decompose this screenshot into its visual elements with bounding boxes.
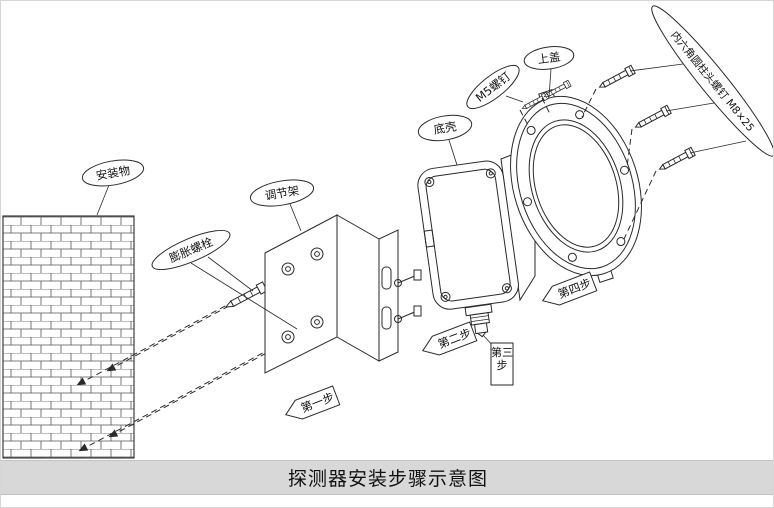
m8-screw-axis-dashes <box>581 88 657 240</box>
title-bar: 探测器安装步骤示意图 <box>1 460 773 495</box>
cable-gland-drawing <box>464 303 493 338</box>
figure-title: 探测器安装步骤示意图 <box>287 468 488 490</box>
adjusting-bracket-drawing <box>264 214 422 374</box>
m5-screw-axis-dashes <box>519 97 552 128</box>
m8-screw-2 <box>632 104 672 132</box>
callout-adjusting-bracket: 调节架 <box>249 179 315 207</box>
mounting-surface-label: 安装物 <box>95 163 131 183</box>
callout-bottom-shell: 底壳 <box>417 114 473 142</box>
m8-screw-1 <box>596 64 636 92</box>
leader-lines <box>96 63 747 348</box>
m8-screw-3 <box>656 146 696 174</box>
adjusting-bracket-label: 调节架 <box>264 183 300 203</box>
step3-label: 第三步 <box>491 346 513 372</box>
step4-arrow: 第四步 <box>541 271 598 306</box>
step3-box <box>490 342 514 386</box>
callout-top-cover: 上盖 <box>523 46 575 70</box>
top-cover-label: 上盖 <box>537 49 562 66</box>
brick-wall <box>2 215 135 459</box>
callout-expansion-bolts: 膨胀螺栓 <box>151 229 231 271</box>
hex-socket-screws-label: 内六角圆柱头螺钉 M8×25 <box>668 29 757 135</box>
callout-hex-socket-screws: 内六角圆柱头螺钉 M8×25 <box>651 5 773 157</box>
step2-arrow: 第二步 <box>421 321 478 356</box>
callout-mounting-surface: 安装物 <box>81 159 145 187</box>
bottom-shell-label: 底壳 <box>432 119 458 137</box>
step1-arrow: 第一步 <box>284 385 341 420</box>
callout-m5-screws: M5螺钉 <box>466 64 520 110</box>
